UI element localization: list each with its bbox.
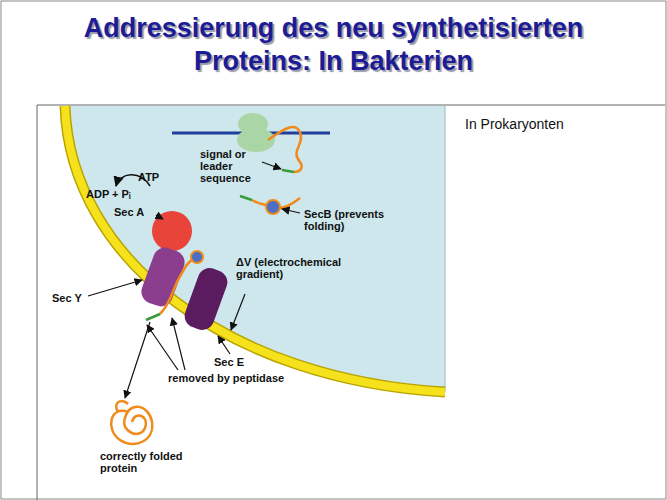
leader-arrow [156, 215, 163, 219]
part-label: Sec E [214, 356, 254, 368]
figure-edge [445, 106, 446, 392]
translocating-chain [160, 258, 196, 314]
cell-membrane [65, 106, 445, 392]
secb-chaperone [191, 251, 203, 263]
leader-arrow [218, 336, 230, 354]
figure-frame [37, 105, 38, 500]
signal-sequence [240, 196, 252, 200]
part-label: ATP [138, 171, 178, 183]
part-label: Sec Y [52, 292, 92, 304]
part-label: SecB (prevents folding) [304, 208, 416, 232]
side-note: In Prokaryonten [465, 116, 625, 132]
part-label: removed by peptidase [168, 372, 308, 384]
cytoplasm [65, 106, 445, 392]
part-label: signal or leader sequence [200, 148, 262, 184]
leader-arrow [147, 325, 178, 370]
signal-sequence [282, 170, 294, 172]
nascent-chain [268, 127, 302, 172]
slide-title: Addressierung des neu synthetisierten Pr… [60, 12, 607, 78]
leader-arrow [262, 162, 281, 169]
export-arrow [125, 322, 150, 398]
part-label: correctly folded protein [100, 450, 208, 474]
part-label: Sec A [114, 206, 164, 218]
cell-membrane [65, 106, 445, 392]
leader-arrow [231, 294, 245, 330]
signal-sequence [146, 314, 160, 320]
seca-protein [152, 211, 192, 251]
folded-protein [111, 401, 152, 444]
part-label: ΔV (electrochemical gradient) [236, 256, 342, 280]
part-label: ADP + Pᵢ [86, 188, 156, 200]
secb-chaperone [266, 200, 280, 214]
leader-arrow [172, 318, 185, 370]
sece-protein [181, 265, 230, 334]
figure-frame [37, 105, 665, 106]
leader-arrow [282, 209, 300, 213]
leader-arrow [88, 280, 142, 296]
